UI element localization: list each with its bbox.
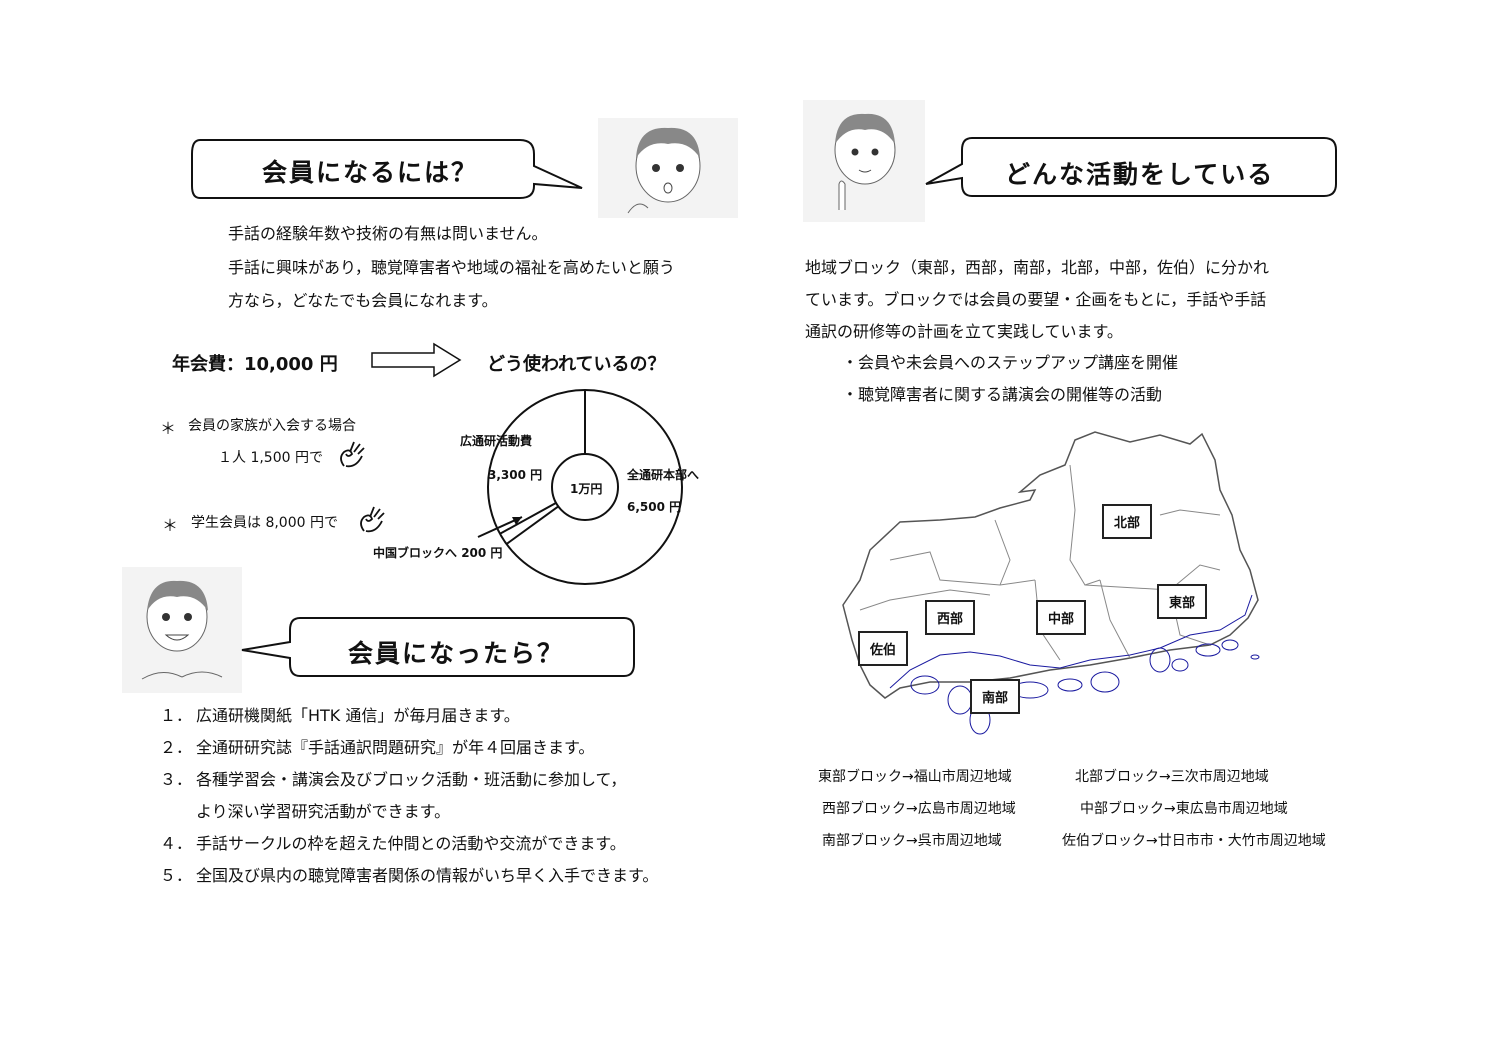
slice-name-activity: 広通研活動費 <box>460 434 533 448</box>
activities-line: ています。ブロックでは会員の要望・企画をもとに，手話や手話 <box>805 290 1267 309</box>
benefit-text: 各種学習会・講演会及びブロック活動・班活動に参加して， <box>196 770 627 789</box>
benefit-text: 全通研研究誌『手話通訳問題研究』が年４回届きます。 <box>196 738 595 757</box>
block-description: 中部ブロック→東広島市周辺地域 <box>1080 801 1288 817</box>
fee-donut-chart <box>477 389 683 585</box>
block-description: 北部ブロック→三次市周辺地域 <box>1075 769 1269 785</box>
activities-title: どんな活動をしている <box>1005 160 1275 189</box>
activity-bullet: ・聴覚障害者に関する講演会の開催等の活動 <box>842 385 1163 404</box>
map-label-saiki: 佐伯 <box>858 631 909 666</box>
boy-smiling-illustration <box>122 567 242 693</box>
block-description: 南部ブロック→呉市周辺地域 <box>822 833 1002 849</box>
join-title: 会員になるには？ <box>262 158 479 187</box>
join-line: 手話の経験年数や技術の有無は問いません。 <box>228 224 548 243</box>
bullet: ＊ <box>162 516 179 535</box>
join-line: 方なら，どなたでも会員になれます。 <box>228 291 498 310</box>
benefit-number: ４． <box>160 834 193 853</box>
block-description: 東部ブロック→福山市周辺地域 <box>818 769 1012 785</box>
activity-bullet: ・会員や未会員へのステップアップ講座を開催 <box>842 353 1179 372</box>
map-label-hokubu: 北部 <box>1102 504 1153 539</box>
family-label: 会員の家族が入会する場合 <box>188 418 356 434</box>
activities-line: 地域ブロック（東部，西部，南部，北部，中部，佐伯）に分かれ <box>805 258 1270 277</box>
benefit-number: ３． <box>160 770 193 789</box>
slice-divider <box>499 502 557 535</box>
slice-value-national: 6,500 円 <box>627 500 682 514</box>
benefit-number: １． <box>160 706 193 725</box>
donut-center-label: 1万円 <box>570 482 603 496</box>
map-label-tobu: 東部 <box>1157 584 1208 619</box>
benefit-number: ２． <box>160 738 193 757</box>
benefit-text: 広通研機関紙「HTK 通信」が毎月届きます。 <box>196 706 520 725</box>
slice-divider <box>505 505 559 545</box>
block-description: 西部ブロック→広島市周辺地域 <box>822 801 1016 817</box>
benefit-number: ５． <box>160 866 193 885</box>
benefits-title: 会員になったら？ <box>348 639 565 668</box>
slice-name-chugoku: 中国ブロックへ 200 円 <box>373 544 502 561</box>
slice-name-national: 全通研本部へ <box>627 468 700 482</box>
map-label-nanbu: 南部 <box>970 679 1021 714</box>
family-price: １人 1,500 円で <box>218 450 323 466</box>
boy-surprised-illustration <box>598 118 738 218</box>
ok-hand-icon <box>360 506 385 533</box>
slice-value-activity: 3,300 円 <box>488 468 543 482</box>
join-line: 手話に興味があり，聴覚障害者や地域の福祉を高めたいと願う <box>228 258 675 277</box>
ok-hand-icon <box>340 441 365 468</box>
boy-pointing-illustration <box>803 100 925 222</box>
arrow-right-icon <box>371 342 462 378</box>
speech-bubble-activities <box>925 137 1337 197</box>
map-label-chubu: 中部 <box>1036 600 1087 635</box>
speech-bubble-join <box>191 139 583 199</box>
slice-name: 中国ブロックへ <box>373 546 458 560</box>
benefit-text-continued: より深い学習研究活動ができます。 <box>196 802 451 821</box>
benefit-text: 全国及び県内の聴覚障害者関係の情報がいち早く入手できます。 <box>196 866 659 885</box>
annual-fee: 年会費：10,000 円 <box>172 354 338 375</box>
student-fee: 学生会員は 8,000 円で <box>191 515 338 531</box>
block-description: 佐伯ブロック→廿日市市・大竹市周辺地域 <box>1062 833 1326 849</box>
speech-bubble-benefits <box>241 617 635 677</box>
activities-line: 通訳の研修等の計画を立て実践しています。 <box>805 322 1123 341</box>
fee-usage-question: どう使われているの？ <box>487 354 666 375</box>
map-label-seibu: 西部 <box>925 600 976 635</box>
slice-value: 200 円 <box>461 546 503 560</box>
benefit-text: 手話サークルの枠を超えた仲間との活動や交流ができます。 <box>196 834 626 853</box>
bullet: ＊ <box>160 419 177 438</box>
